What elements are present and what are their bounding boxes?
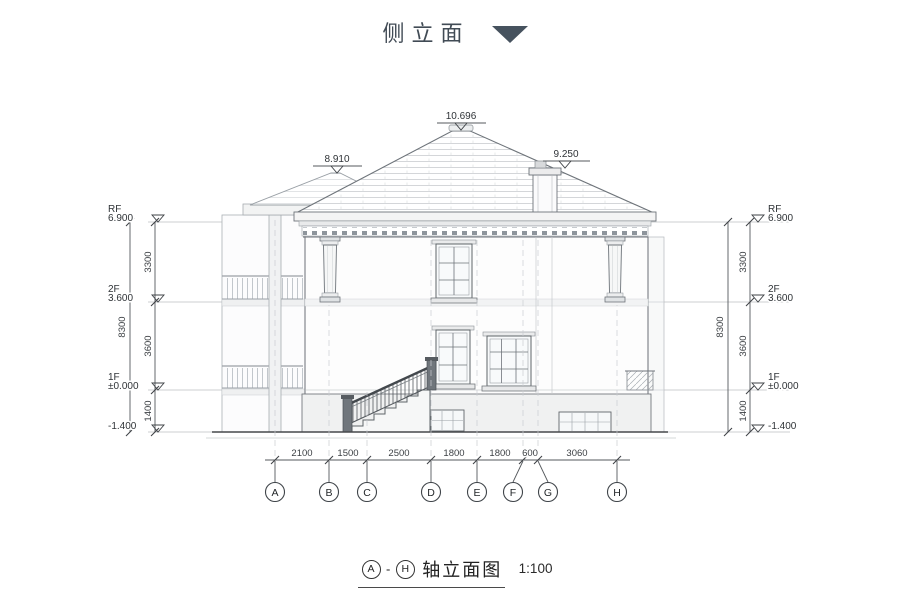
stair-handrail <box>347 364 433 406</box>
dim-right-3300: 3300 <box>738 251 749 272</box>
axis-bubbles: A B C D E F G H <box>264 460 628 503</box>
caption-dash: - <box>385 561 391 577</box>
level-1f-value-left: ±0.000 <box>108 381 139 392</box>
stair-newel-top <box>426 359 437 391</box>
dentil-band <box>303 227 647 235</box>
caption-title: 轴立面图 <box>422 560 503 580</box>
top-elevation-markers: 10.696 8.910 9.250 <box>313 111 590 174</box>
axis-b: B <box>325 487 332 499</box>
dim-left-3300: 3300 <box>143 251 154 272</box>
caption-axis-end: H <box>395 559 415 579</box>
dim-bottom: 2100 1500 2500 1800 1800 600 3060 <box>265 447 630 465</box>
dim-left-total: 8300 <box>117 316 128 337</box>
stair-newel-bottom <box>342 397 353 433</box>
dim-right-total: 8300 <box>715 316 726 337</box>
dim-right-1400: 1400 <box>738 400 749 421</box>
drawing-caption: A - H 轴立面图 1:100 <box>0 556 910 588</box>
axis-a: A <box>271 487 278 499</box>
window-1f-left <box>430 325 476 390</box>
stair-balusters <box>352 370 426 422</box>
ground-line <box>206 431 676 439</box>
dim-right-3600: 3600 <box>738 335 749 356</box>
dim-left: 3300 3600 1400 8300 <box>116 217 160 437</box>
caption-axis-start: A <box>361 559 381 579</box>
level-2f-value-left: 3.600 <box>108 293 133 304</box>
dim-bottom-3060: 3060 <box>566 448 587 459</box>
level-rf-label-left: RF <box>108 204 121 215</box>
basement-window-left <box>430 409 465 432</box>
level-1f-label-left: 1F <box>108 372 120 383</box>
title-triangle-icon <box>491 25 528 43</box>
level-1f-value-right: ±0.000 <box>768 381 799 392</box>
axis-c: C <box>363 487 371 499</box>
wing-balcony-railing-1f <box>222 365 303 389</box>
dim-right: 3300 3600 1400 8300 <box>714 217 755 437</box>
grid-lines <box>274 215 618 456</box>
page-title: 侧立面 <box>382 21 470 46</box>
main-roof <box>295 124 655 214</box>
chimney <box>528 160 562 219</box>
dim-left-1400: 1400 <box>143 400 154 421</box>
level-2f-label-right: 2F <box>768 284 780 295</box>
dim-left-3600: 3600 <box>143 335 154 356</box>
axis-e: E <box>473 487 480 499</box>
level-labels-left: RF 6.900 2F 3.600 1F ±0.000 -1.400 <box>107 203 165 434</box>
chimney-cap <box>528 167 562 176</box>
exterior-stairs <box>341 357 438 433</box>
level-rf-label-right: RF <box>768 204 781 215</box>
left-column <box>319 236 341 303</box>
axis-g: G <box>544 487 552 499</box>
stair-bottom-rail <box>348 385 432 425</box>
ridge-cap <box>448 124 474 132</box>
axis-h: H <box>613 487 621 499</box>
caption-name: A - H 轴立面图 <box>357 556 506 588</box>
chimney-stack <box>534 160 547 169</box>
window-2f <box>430 239 478 304</box>
dim-bottom-2500: 2500 <box>388 448 409 459</box>
right-column <box>604 236 626 303</box>
window-1f-right <box>481 331 537 392</box>
level-rf-value-right: 6.900 <box>768 213 793 224</box>
level-ground-value-right: -1.400 <box>768 421 797 432</box>
dim-bottom-600: 600 <box>522 448 538 459</box>
dim-bottom-1800b: 1800 <box>489 448 510 459</box>
axis-f: F <box>510 487 516 499</box>
axis-d: D <box>427 487 435 499</box>
dim-bottom-2100: 2100 <box>291 448 312 459</box>
level-2f-value-right: 3.600 <box>768 293 793 304</box>
level-2f-label-left: 2F <box>108 284 120 295</box>
level-1f-label-right: 1F <box>768 372 780 383</box>
left-roof-elevation-label: 8.910 <box>324 154 349 165</box>
sheet-header: 侧立面 <box>0 16 910 48</box>
basement-window-right <box>558 411 612 433</box>
level-ground-value-left: -1.400 <box>108 421 137 432</box>
ridge-elevation-label: 10.696 <box>446 111 477 122</box>
left-wing <box>221 203 314 433</box>
caption-scale: 1:100 <box>518 561 553 577</box>
cornice <box>293 211 657 238</box>
chimney-elevation-label: 9.250 <box>553 149 578 160</box>
wing-balcony-railing-2f <box>222 275 303 300</box>
dim-bottom-1800a: 1800 <box>443 448 464 459</box>
level-rf-value-left: 6.900 <box>108 213 133 224</box>
level-labels-right: RF 6.900 2F 3.600 1F ±0.000 -1.400 <box>751 203 800 434</box>
dim-bottom-1500: 1500 <box>337 448 358 459</box>
planter-hatch <box>625 370 655 391</box>
